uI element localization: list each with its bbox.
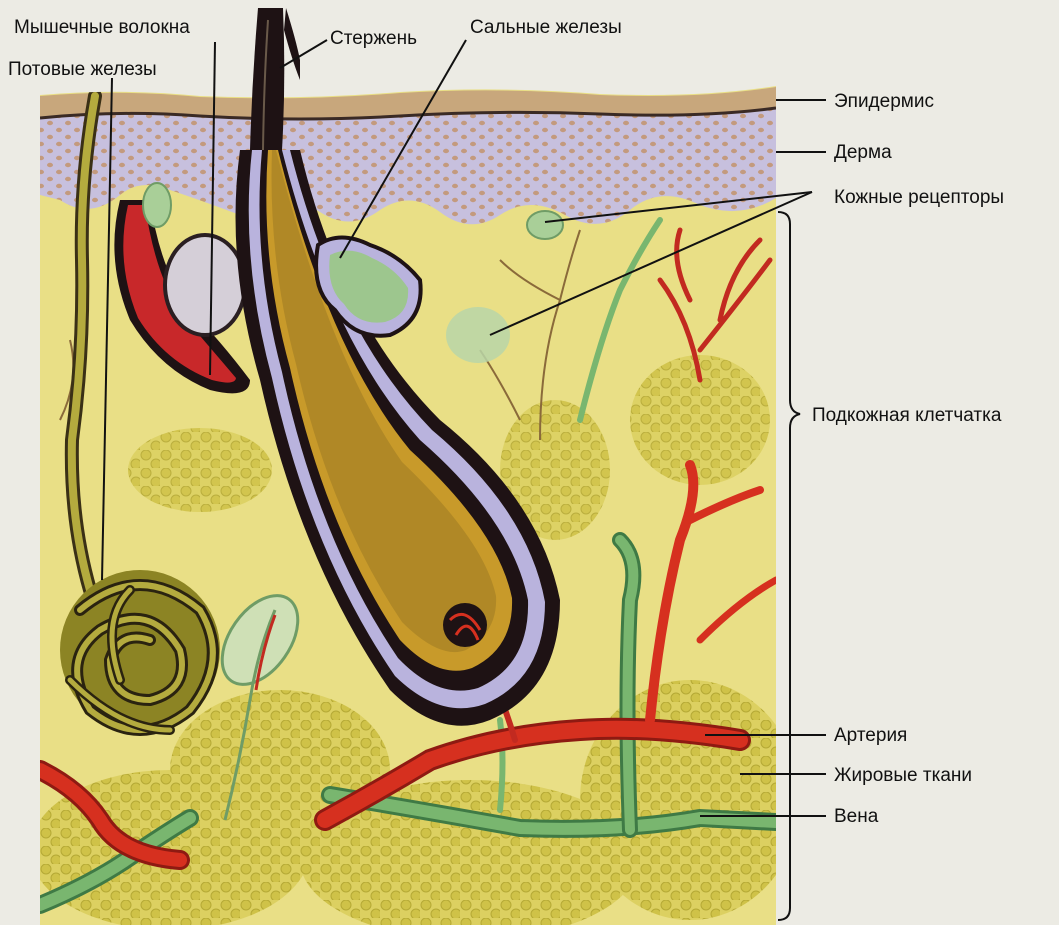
- label-sebaceous-glands: Сальные железы: [470, 17, 622, 38]
- subcutaneous-brace: [778, 212, 800, 920]
- label-artery: Артерия: [834, 725, 907, 746]
- sweat-gland-coil: [60, 570, 220, 730]
- leader-hair-shaft: [280, 40, 327, 68]
- label-fat-tissue: Жировые ткани: [834, 765, 972, 786]
- label-hair-shaft: Стержень: [330, 28, 417, 49]
- label-sweat-glands: Потовые железы: [8, 59, 157, 80]
- label-muscle-fibers: Мышечные волокна: [14, 17, 190, 38]
- grey-bulb: [165, 235, 245, 335]
- label-epidermis: Эпидермис: [834, 91, 934, 112]
- label-subcutaneous-tissue: Подкожная клетчатка: [812, 405, 1002, 426]
- label-skin-receptors: Кожные рецепторы: [834, 187, 1004, 208]
- label-dermis: Дерма: [834, 142, 892, 163]
- label-vein: Вена: [834, 806, 879, 827]
